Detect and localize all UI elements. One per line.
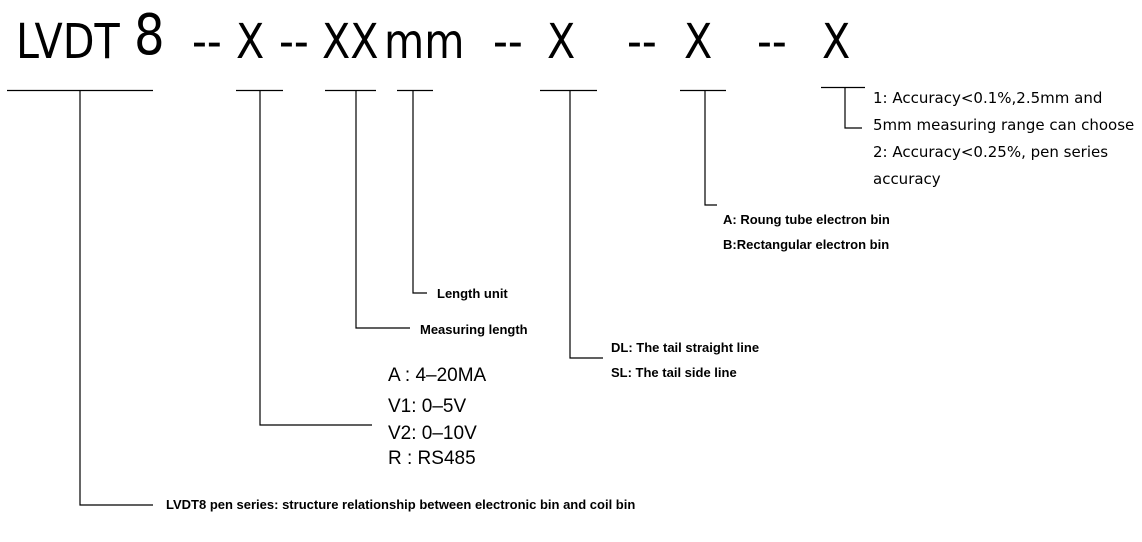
leader-unit <box>412 91 427 294</box>
code-separator-4: -- <box>627 14 657 70</box>
code-unit: mm <box>384 14 465 70</box>
accuracy-option-2a: 2: Accuracy<0.25%, pen series <box>873 143 1109 161</box>
series-label: LVDT8 pen series: structure relationship… <box>166 497 636 512</box>
leader-series <box>79 91 153 506</box>
leader-tail <box>569 91 603 359</box>
code-separator-2: -- <box>279 14 309 70</box>
output-option-v2: V2: 0–10V <box>388 423 477 444</box>
bin-option-a: A: Roung tube electron bin <box>723 212 890 227</box>
code-series-digit: 8 <box>134 3 165 68</box>
measuring-length-label: Measuring length <box>420 322 528 337</box>
leader-bin <box>704 91 717 206</box>
code-bin: X <box>684 14 713 70</box>
leader-output <box>259 91 372 426</box>
output-option-a: A : 4–20MA <box>388 365 487 386</box>
code-accuracy: X <box>822 14 851 70</box>
code-separator-1: -- <box>192 14 222 70</box>
length-unit-label: Length unit <box>437 286 508 301</box>
output-option-r: R : RS485 <box>388 448 476 469</box>
code-separator-5: -- <box>757 14 787 70</box>
code-separator-3: -- <box>493 14 523 70</box>
accuracy-option-1a: 1: Accuracy<0.1%,2.5mm and <box>873 89 1103 107</box>
bin-option-b: B:Rectangular electron bin <box>723 237 890 252</box>
code-prefix: LVDT <box>16 14 120 70</box>
leader-length <box>355 91 410 329</box>
code-output: X <box>236 14 265 70</box>
accuracy-option-2b: accuracy <box>873 170 941 188</box>
output-option-v1: V1: 0–5V <box>388 396 467 417</box>
code-tail: X <box>547 14 576 70</box>
leader-accuracy <box>844 88 862 129</box>
code-length: XX <box>322 14 379 70</box>
tail-option-dl: DL: The tail straight line <box>611 340 760 355</box>
tail-option-sl: SL: The tail side line <box>611 365 737 380</box>
accuracy-option-1b: 5mm measuring range can choose <box>873 116 1135 134</box>
